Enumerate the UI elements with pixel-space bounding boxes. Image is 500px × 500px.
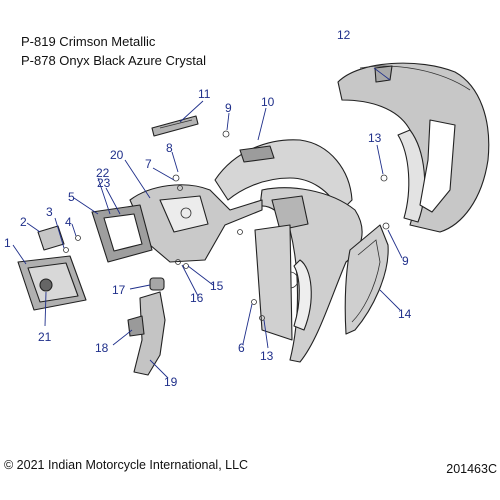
callout-13-bottom: 13 [260, 349, 274, 363]
callout-2: 2 [20, 215, 27, 229]
part-19-lower-bracket [127, 291, 166, 376]
callout-10: 10 [261, 95, 275, 109]
callout-21: 21 [38, 330, 52, 344]
part-2-panel [37, 225, 65, 251]
part-1-instrument-cluster [17, 255, 87, 311]
callout-4: 4 [65, 215, 72, 229]
callout-1: 1 [4, 236, 11, 250]
callout-3: 3 [46, 205, 53, 219]
callout-20: 20 [110, 148, 124, 162]
callout-23: 23 [97, 176, 111, 190]
paint-code-line-2: P-878 Onyx Black Azure Crystal [21, 53, 206, 68]
callout-6: 6 [238, 341, 245, 355]
callout-13-right: 13 [368, 131, 382, 145]
callout-19: 19 [164, 375, 178, 389]
callout-11: 11 [198, 87, 211, 101]
part-22-bezel-frame [91, 204, 153, 263]
paint-code-line-1: P-819 Crimson Metallic [21, 34, 156, 49]
callout-17: 17 [112, 283, 126, 297]
callout-22: 22 [96, 166, 110, 180]
callout-8: 8 [166, 141, 173, 155]
leader-lines [12, 67, 403, 379]
part-14-side-panel [344, 224, 389, 335]
callout-15: 15 [210, 279, 224, 293]
callout-16: 16 [190, 291, 204, 305]
figure-id: 201463C [446, 462, 497, 476]
part-11-bracket [151, 115, 199, 137]
part-10-fairing [214, 139, 353, 213]
callout-18: 18 [95, 341, 109, 355]
callout-14: 14 [398, 307, 412, 321]
part-12-outer-fairing [337, 62, 490, 233]
hardware-screws [63, 130, 390, 321]
part-20-housing [129, 184, 263, 263]
part-17-knob [149, 277, 165, 291]
callout-12: 12 [337, 28, 351, 42]
callout-9-right: 9 [402, 254, 409, 268]
callout-9-top: 9 [225, 101, 232, 115]
callout-7: 7 [145, 157, 152, 171]
copyright-notice: © 2021 Indian Motorcycle International, … [4, 458, 249, 472]
inner-fairing-body [254, 187, 363, 363]
callout-labels: 1 2 3 4 5 6 7 8 9 9 10 11 12 13 13 14 15… [4, 28, 412, 389]
callout-5: 5 [68, 190, 75, 204]
